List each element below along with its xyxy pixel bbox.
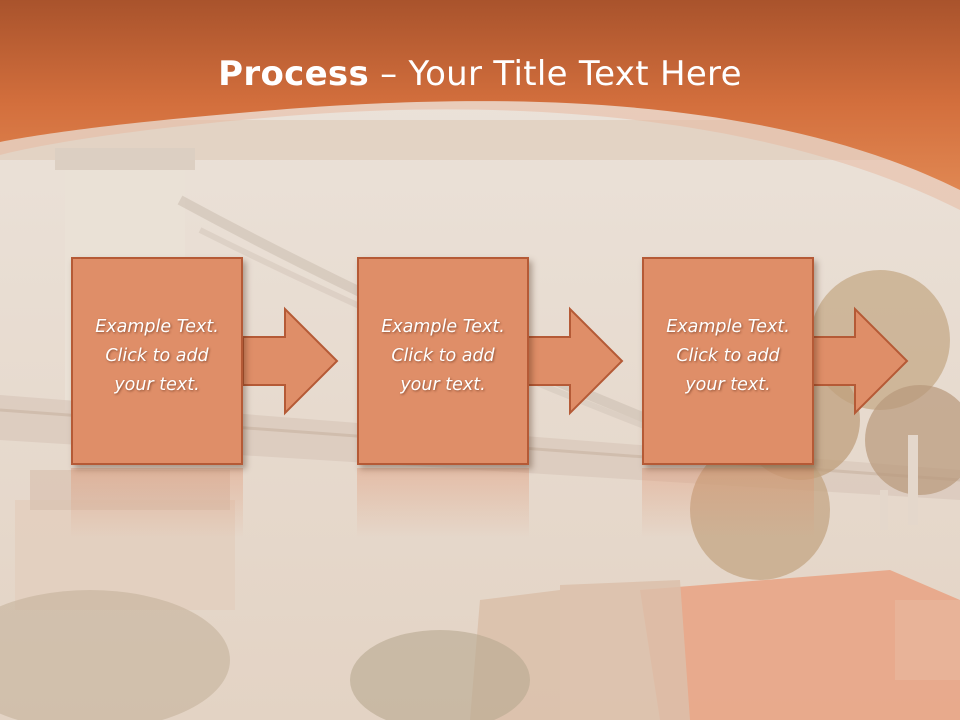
step-3-box[interactable]: Example Text. Click to add your text. (642, 257, 814, 465)
step-2-box[interactable]: Example Text. Click to add your text. (357, 257, 529, 465)
step-2-text[interactable]: Example Text. Click to add your text. (381, 317, 505, 395)
title-rest: – Your Title Text Here (369, 54, 742, 94)
step-3-text[interactable]: Example Text. Click to add your text. (666, 317, 790, 395)
step-1-arrow-icon (242, 306, 339, 416)
title-bold: Process (218, 54, 370, 94)
step-1-box[interactable]: Example Text. Click to add your text. (71, 257, 243, 465)
step-2-arrow-icon (527, 306, 624, 416)
step-3-arrow-icon (812, 306, 909, 416)
slide-title[interactable]: Process – Your Title Text Here (0, 54, 960, 94)
step-1-text[interactable]: Example Text. Click to add your text. (95, 317, 219, 395)
